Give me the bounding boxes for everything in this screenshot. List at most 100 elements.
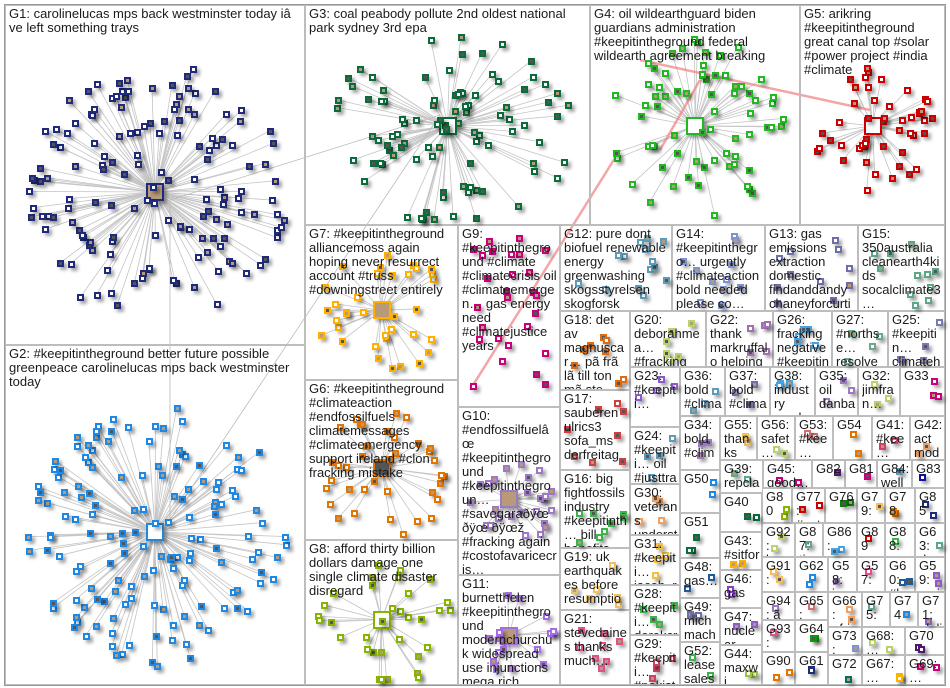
vertex-node[interactable] xyxy=(108,289,116,297)
vertex-node[interactable] xyxy=(473,186,481,194)
vertex-node[interactable] xyxy=(80,603,88,611)
vertex-node[interactable] xyxy=(182,640,190,648)
vertex-node[interactable] xyxy=(90,105,98,113)
vertex-node[interactable] xyxy=(117,473,125,481)
vertex-node[interactable] xyxy=(72,516,80,524)
vertex-node[interactable] xyxy=(145,437,153,445)
vertex-node[interactable] xyxy=(273,211,281,219)
vertex-node[interactable] xyxy=(413,116,421,124)
vertex-node[interactable] xyxy=(168,82,176,90)
vertex-node[interactable] xyxy=(268,197,276,205)
vertex-node[interactable] xyxy=(218,501,226,509)
vertex-node[interactable] xyxy=(84,87,92,95)
vertex-node[interactable] xyxy=(176,92,184,100)
vertex-node[interactable] xyxy=(131,529,139,537)
vertex-node[interactable] xyxy=(238,466,246,474)
vertex-node[interactable] xyxy=(93,622,101,630)
vertex-node[interactable] xyxy=(243,270,251,278)
vertex-node[interactable] xyxy=(121,601,129,609)
vertex-node[interactable] xyxy=(117,104,125,112)
vertex-node[interactable] xyxy=(170,621,178,629)
vertex-node[interactable] xyxy=(213,301,221,309)
vertex-node[interactable] xyxy=(93,596,101,604)
vertex-node[interactable] xyxy=(68,219,76,227)
vertex-node[interactable] xyxy=(270,140,278,148)
vertex-node[interactable] xyxy=(205,207,213,215)
vertex-node[interactable] xyxy=(184,84,192,92)
vertex-node[interactable] xyxy=(81,453,89,461)
vertex-node[interactable] xyxy=(120,550,128,558)
vertex-node[interactable] xyxy=(106,533,114,541)
vertex-node[interactable] xyxy=(196,621,204,629)
vertex-node[interactable] xyxy=(86,489,94,497)
vertex-node[interactable] xyxy=(108,643,116,651)
vertex-node[interactable] xyxy=(206,147,214,155)
vertex-node[interactable] xyxy=(213,545,221,553)
vertex-node[interactable] xyxy=(427,37,435,45)
vertex-node[interactable] xyxy=(119,529,127,537)
vertex-node[interactable] xyxy=(87,585,95,593)
vertex-node[interactable] xyxy=(36,178,44,186)
vertex-node[interactable] xyxy=(261,160,269,168)
vertex-node[interactable] xyxy=(255,549,263,557)
vertex-node[interactable] xyxy=(171,105,179,113)
vertex-node[interactable] xyxy=(44,499,52,507)
vertex-node[interactable] xyxy=(151,199,159,207)
vertex-node[interactable] xyxy=(204,248,212,256)
vertex-node[interactable] xyxy=(121,170,129,178)
vertex-node[interactable] xyxy=(152,632,160,640)
vertex-node[interactable] xyxy=(116,79,124,87)
vertex-node[interactable] xyxy=(158,552,166,560)
vertex-node[interactable] xyxy=(196,462,204,470)
vertex-node[interactable] xyxy=(199,478,207,486)
vertex-node[interactable] xyxy=(508,128,516,136)
vertex-node[interactable] xyxy=(185,556,193,564)
vertex-node[interactable] xyxy=(50,214,58,222)
vertex-node[interactable] xyxy=(216,242,224,250)
vertex-node[interactable] xyxy=(54,473,62,481)
vertex-node[interactable] xyxy=(177,223,185,231)
vertex-node[interactable] xyxy=(25,547,33,555)
vertex-node[interactable] xyxy=(173,405,181,413)
vertex-node[interactable] xyxy=(237,208,245,216)
vertex-node[interactable] xyxy=(218,136,226,144)
vertex-node[interactable] xyxy=(112,93,120,101)
vertex-node[interactable] xyxy=(229,259,237,267)
vertex-node[interactable] xyxy=(248,555,256,563)
vertex-node[interactable] xyxy=(269,576,277,584)
vertex-node[interactable] xyxy=(151,602,159,610)
vertex-node[interactable] xyxy=(431,97,439,105)
vertex-node[interactable] xyxy=(52,125,60,133)
vertex-node[interactable] xyxy=(214,478,222,486)
vertex-node[interactable] xyxy=(124,76,132,84)
vertex-node[interactable] xyxy=(85,441,93,449)
vertex-node[interactable] xyxy=(182,452,190,460)
vertex-node[interactable] xyxy=(238,107,246,115)
vertex-node[interactable] xyxy=(93,291,101,299)
vertex-node[interactable] xyxy=(77,294,85,302)
vertex-node[interactable] xyxy=(127,129,135,137)
vertex-node[interactable] xyxy=(195,143,203,151)
vertex-node[interactable] xyxy=(209,134,217,142)
vertex-node[interactable] xyxy=(169,564,177,572)
vertex-node[interactable] xyxy=(128,583,136,591)
vertex-node[interactable] xyxy=(266,127,274,135)
vertex-node[interactable] xyxy=(145,264,153,272)
vertex-node[interactable] xyxy=(79,231,87,239)
vertex-node[interactable] xyxy=(174,131,182,139)
vertex-node[interactable] xyxy=(245,163,253,171)
vertex-node[interactable] xyxy=(110,615,118,623)
vertex-node[interactable] xyxy=(521,86,529,94)
vertex-node[interactable] xyxy=(221,194,229,202)
vertex-node[interactable] xyxy=(42,226,50,234)
vertex-node[interactable] xyxy=(425,144,433,152)
vertex-node[interactable] xyxy=(365,96,373,104)
vertex-node[interactable] xyxy=(107,560,115,568)
vertex-node[interactable] xyxy=(127,594,135,602)
vertex-node[interactable] xyxy=(429,152,437,160)
vertex-node[interactable] xyxy=(150,183,158,191)
vertex-node[interactable] xyxy=(25,188,33,196)
vertex-node[interactable] xyxy=(257,568,265,576)
vertex-node[interactable] xyxy=(197,535,205,543)
vertex-node[interactable] xyxy=(485,142,493,150)
